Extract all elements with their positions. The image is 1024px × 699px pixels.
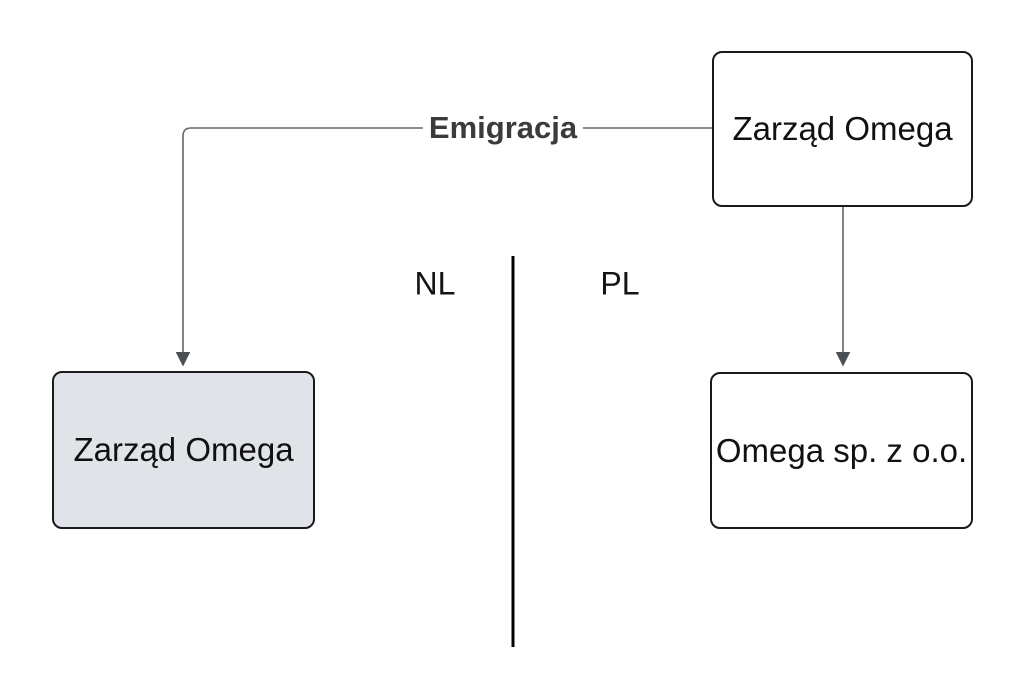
- node-omega-sp-z-oo: Omega sp. z o.o.: [710, 372, 973, 529]
- emigracja-edge-label: Emigracja: [422, 110, 584, 146]
- node-zarzad-omega-nl: Zarząd Omega: [52, 371, 315, 529]
- node-omega-sp-z-oo-label: Omega sp. z o.o.: [715, 431, 968, 469]
- node-zarzad-omega-top-label: Zarząd Omega: [732, 110, 953, 148]
- region-label-pl: PL: [600, 265, 640, 302]
- node-zarzad-omega-top: Zarząd Omega: [712, 51, 973, 207]
- node-zarzad-omega-nl-label: Zarząd Omega: [73, 431, 294, 469]
- emigracja-arrow-line: [175, 127, 712, 367]
- region-label-nl: NL: [414, 265, 456, 302]
